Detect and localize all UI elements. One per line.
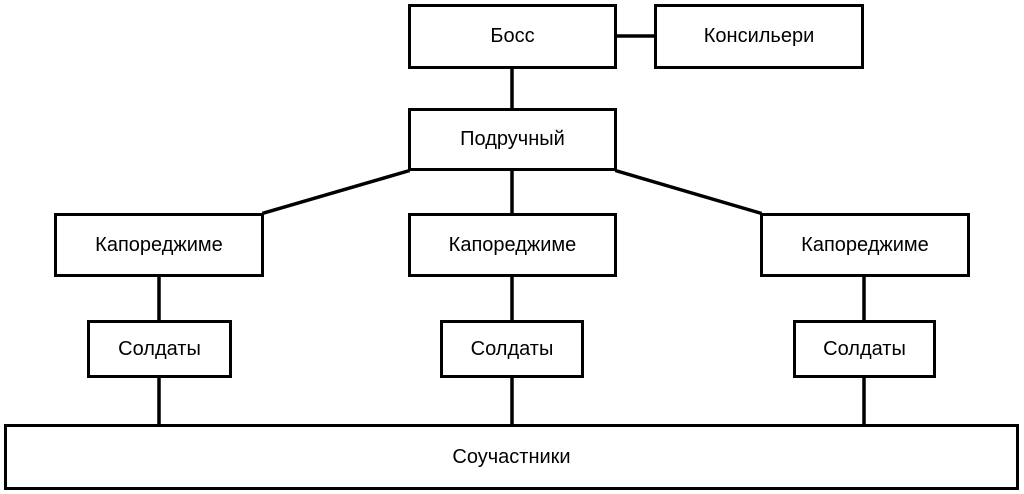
node-consigliere-label: Консильери (703, 25, 815, 47)
node-caporegime-center-label: Капореджиме (448, 233, 577, 256)
node-underboss[interactable]: Подручный (408, 108, 617, 171)
node-associates-label: Соучастники (452, 445, 571, 468)
node-caporegime-left[interactable]: Капореджиме (54, 213, 264, 277)
connector-underboss-capo3 (614, 168, 763, 216)
node-boss-label: Босс (490, 25, 535, 47)
node-consigliere[interactable]: Консильери (654, 4, 864, 69)
node-soldiers-center[interactable]: Солдаты (440, 320, 584, 378)
node-soldiers-center-label: Солдаты (470, 337, 554, 360)
node-underboss-label: Подручный (460, 128, 565, 150)
node-caporegime-center[interactable]: Капореджиме (408, 213, 617, 277)
node-soldiers-right-label: Солдаты (823, 337, 906, 360)
node-soldiers-left[interactable]: Солдаты (87, 320, 232, 378)
node-caporegime-right[interactable]: Капореджиме (760, 213, 970, 277)
node-boss[interactable]: Босс (408, 4, 617, 69)
connector-underboss-capo1 (261, 168, 411, 216)
node-soldiers-left-label: Солдаты (118, 337, 201, 360)
node-caporegime-right-label: Капореджиме (801, 233, 929, 256)
node-caporegime-left-label: Капореджиме (95, 233, 223, 256)
node-soldiers-right[interactable]: Солдаты (793, 320, 936, 378)
node-associates[interactable]: Соучастники (4, 424, 1019, 490)
